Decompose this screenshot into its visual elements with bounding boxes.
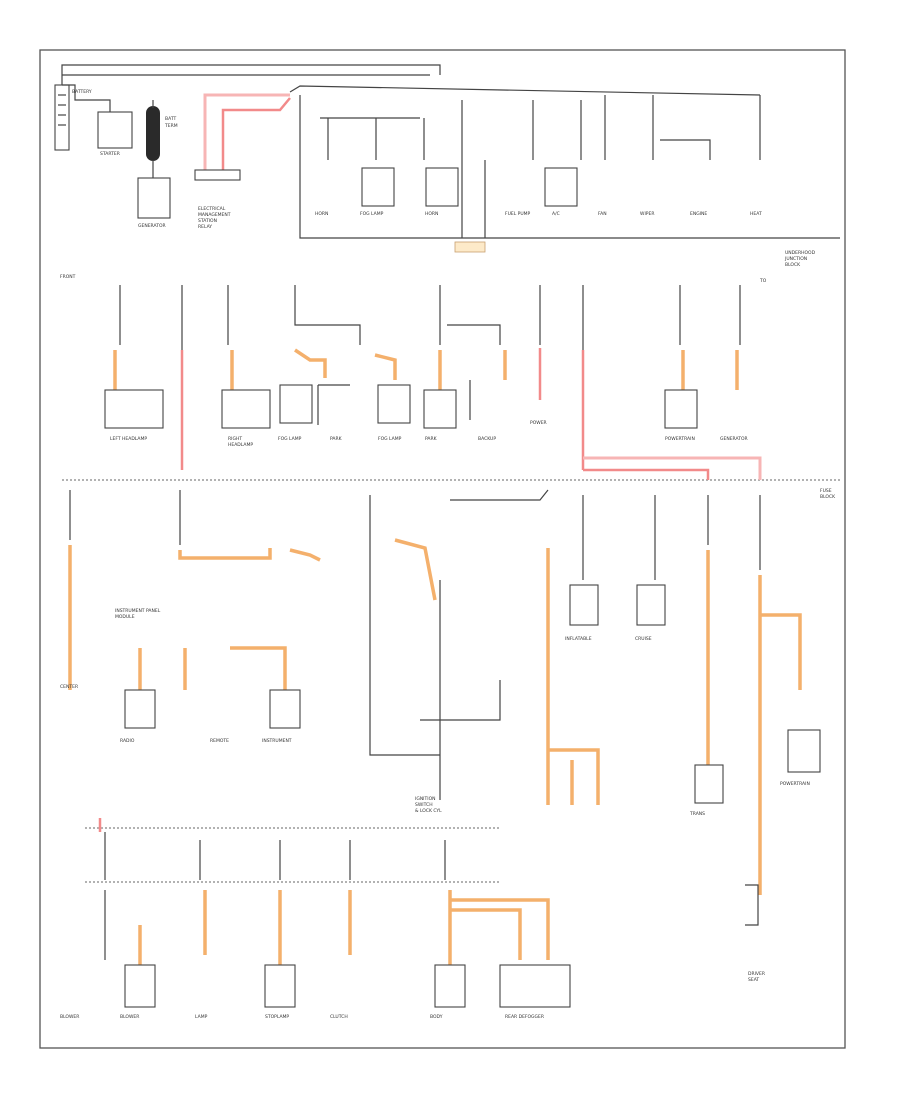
svg-text:A/C: A/C bbox=[552, 211, 560, 217]
svg-text:CENTER: CENTER bbox=[60, 684, 78, 690]
radio-label: RADIO bbox=[120, 738, 135, 744]
svg-text:PARK: PARK bbox=[330, 436, 343, 442]
svg-text:BACKUP: BACKUP bbox=[478, 436, 496, 442]
bottom-device-row: BLOWER BLOWER LAMP STOPLAMP CLUTCH BODY … bbox=[60, 832, 765, 1020]
svg-text:POWER: POWER bbox=[530, 420, 547, 426]
egms-relay-group: ELECTRICAL MANAGEMENT STATION RELAY bbox=[194, 85, 761, 230]
svg-text:BLOWER: BLOWER bbox=[60, 1014, 79, 1020]
svg-text:FUSE: FUSE bbox=[820, 488, 832, 494]
generator-group: GENERATOR BATT TERM bbox=[137, 100, 178, 229]
svg-text:PARK: PARK bbox=[425, 436, 438, 442]
svg-text:FUEL PUMP: FUEL PUMP bbox=[505, 211, 531, 217]
svg-text:ELECTRICAL: ELECTRICAL bbox=[198, 206, 226, 212]
svg-text:RIGHT: RIGHT bbox=[228, 436, 242, 442]
svg-text:BLOWER: BLOWER bbox=[120, 1014, 139, 1020]
svg-text:STATION: STATION bbox=[198, 218, 217, 224]
svg-text:FOG LAMP: FOG LAMP bbox=[360, 211, 384, 217]
svg-text:BLOCK: BLOCK bbox=[785, 262, 801, 268]
svg-text:SWITCH: SWITCH bbox=[415, 802, 433, 808]
left-headlamp-label: LEFT HEADLAMP bbox=[110, 436, 147, 442]
svg-text:REMOTE: REMOTE bbox=[210, 738, 229, 744]
svg-text:MODULE: MODULE bbox=[115, 614, 135, 620]
svg-text:MANAGEMENT: MANAGEMENT bbox=[198, 212, 231, 218]
svg-text:HORN: HORN bbox=[425, 211, 438, 217]
svg-text:FAN: FAN bbox=[598, 211, 607, 217]
generator-label: GENERATOR bbox=[138, 223, 166, 229]
svg-text:LAMP: LAMP bbox=[195, 1014, 208, 1020]
svg-text:BODY: BODY bbox=[430, 1014, 443, 1020]
svg-text:POWERTRAIN: POWERTRAIN bbox=[780, 781, 810, 787]
fuse-block-feeds: CENTER RADIO REMOTE INSTRUMENT INFLATABL… bbox=[60, 488, 836, 895]
svg-text:REAR DEFOGGER: REAR DEFOGGER bbox=[505, 1014, 544, 1020]
svg-text:HEAT: HEAT bbox=[750, 211, 762, 217]
svg-text:& LOCK CYL: & LOCK CYL bbox=[415, 808, 442, 814]
battery-starter-group: STARTER BATTERY bbox=[54, 64, 441, 157]
svg-text:FOG LAMP: FOG LAMP bbox=[378, 436, 402, 442]
svg-text:FOG LAMP: FOG LAMP bbox=[278, 436, 302, 442]
svg-text:CRUISE: CRUISE bbox=[635, 636, 652, 642]
svg-text:SEAT: SEAT bbox=[748, 977, 759, 983]
svg-text:HORN: HORN bbox=[315, 211, 328, 217]
svg-text:CLUTCH: CLUTCH bbox=[330, 1014, 348, 1020]
svg-text:POWERTRAIN: POWERTRAIN bbox=[665, 436, 695, 442]
svg-text:STOPLAMP: STOPLAMP bbox=[265, 1014, 289, 1020]
svg-text:DRIVER: DRIVER bbox=[748, 971, 765, 977]
svg-text:TRANS: TRANS bbox=[689, 811, 705, 817]
starter-label: STARTER bbox=[100, 151, 120, 157]
svg-text:RELAY: RELAY bbox=[198, 224, 212, 230]
diagram-frame bbox=[39, 49, 846, 1049]
svg-text:HEADLAMP: HEADLAMP bbox=[228, 442, 253, 448]
svg-text:JUNCTION: JUNCTION bbox=[784, 256, 807, 262]
ignition-switch-label: IGNITION bbox=[415, 796, 436, 802]
svg-text:GENERATOR: GENERATOR bbox=[720, 436, 748, 442]
svg-text:BATT: BATT bbox=[165, 116, 176, 122]
svg-text:TO: TO bbox=[759, 278, 767, 284]
svg-text:INSTRUMENT PANEL: INSTRUMENT PANEL bbox=[115, 608, 161, 614]
svg-text:FRONT: FRONT bbox=[60, 274, 76, 280]
svg-text:ENGINE: ENGINE bbox=[690, 211, 707, 217]
underhood-junction-label: UNDERHOOD bbox=[785, 250, 816, 256]
lamp-feed-row: LEFT HEADLAMP RIGHT HEADLAMP FOG LAMP PA… bbox=[60, 274, 767, 470]
svg-text:BLOCK: BLOCK bbox=[820, 494, 836, 500]
svg-text:INFLATABLE: INFLATABLE bbox=[565, 636, 592, 642]
svg-text:WIPER: WIPER bbox=[640, 211, 654, 217]
battery-label: BATTERY bbox=[72, 89, 92, 95]
top-fuse-row: HORN FOG LAMP HORN FUEL PUMP A/C FAN WIP… bbox=[299, 95, 840, 268]
svg-text:TERM: TERM bbox=[164, 123, 178, 129]
svg-text:INSTRUMENT: INSTRUMENT bbox=[262, 738, 292, 744]
